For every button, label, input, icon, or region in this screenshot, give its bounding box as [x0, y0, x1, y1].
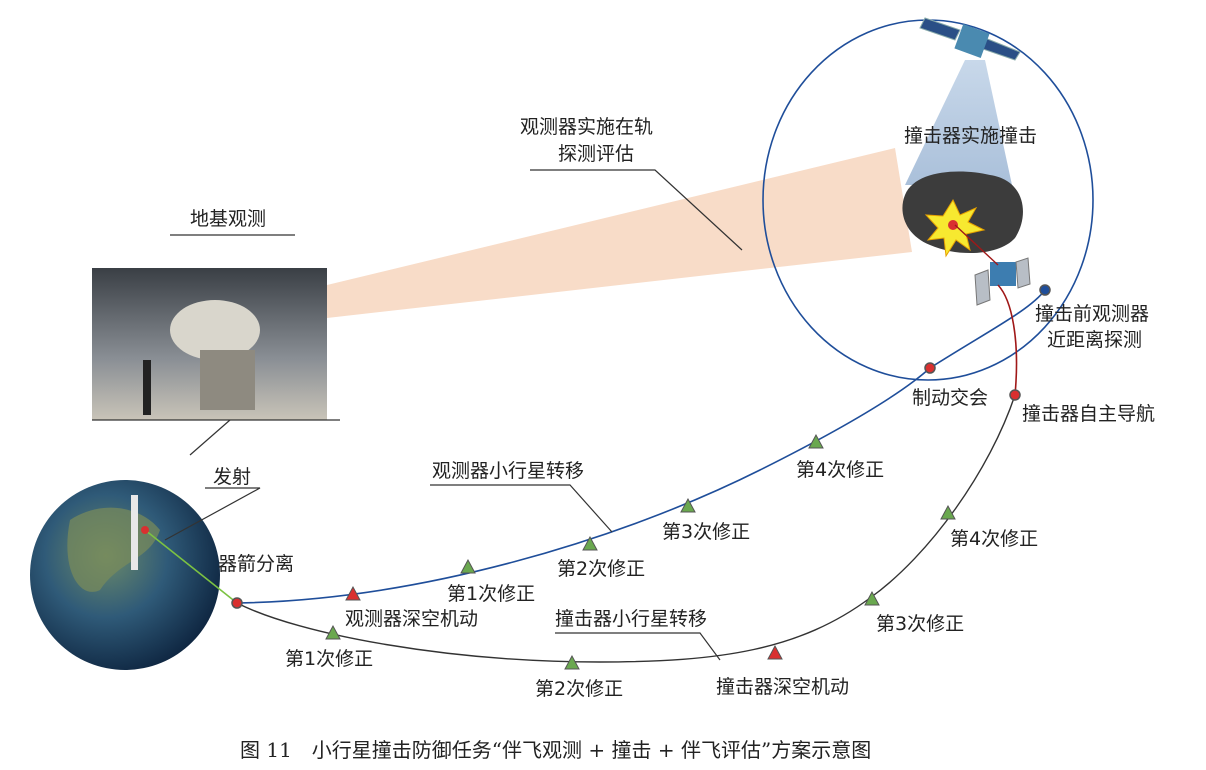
imp-tcm2-label: 第2次修正 [535, 678, 623, 700]
braking-rendezvous-node [924, 362, 936, 374]
figure-caption: 图 11 小行星撞击防御任务“伴飞观测 + 撞击 + 伴飞评估”方案示意图 [240, 738, 871, 762]
impactor-final-path [997, 284, 1018, 396]
obs-tcm1-label: 第1次修正 [447, 583, 535, 605]
launch-path [144, 529, 238, 604]
observation-beam [327, 148, 912, 318]
observer-sensor-beam [905, 60, 1012, 185]
impactor-autonav-label: 撞击器自主导航 [1022, 403, 1155, 425]
imp-tcm2-marker [564, 654, 580, 670]
obs-tcm2-label: 第2次修正 [557, 558, 645, 580]
observer-eval-label-2: 探测评估 [558, 143, 634, 165]
path-nodes [231, 284, 1051, 609]
impactor-transfer-label: 撞击器小行星转移 [555, 608, 707, 630]
observer-dsm-marker [345, 585, 361, 601]
rocket-icon [131, 495, 138, 570]
launch-label: 发射 [213, 466, 251, 488]
obs-tcm4-marker [808, 433, 824, 449]
impactor-impact-label: 撞击器实施撞击 [904, 125, 1037, 147]
observer-dsm-label: 观测器深空机动 [345, 608, 478, 630]
pre-impact-label-1: 撞击前观测器 [1035, 303, 1149, 325]
observer-satellite-icon [919, 17, 1021, 61]
observer-eval-label-1: 观测器实施在轨 [520, 116, 653, 138]
imp-tcm3-label: 第3次修正 [876, 613, 964, 635]
obs-tcm1-marker [460, 558, 476, 574]
imp-tcm3-marker [864, 590, 880, 606]
impactor-dsm-label: 撞击器深空机动 [716, 676, 849, 698]
obs-tcm4-label: 第4次修正 [796, 459, 884, 481]
correction-markers [325, 433, 956, 670]
observer-transfer-path [236, 289, 1046, 604]
imp-tcm1-label: 第1次修正 [285, 648, 373, 670]
earth [30, 480, 220, 670]
separation-label: 器箭分离 [218, 553, 294, 575]
observer-close-node [1039, 284, 1051, 296]
impact-line [954, 224, 999, 266]
asteroid [902, 171, 1023, 254]
impactor-spacecraft-icon [974, 257, 1031, 306]
obs-tcm3-label: 第3次修正 [662, 521, 750, 543]
observer-transfer-label: 观测器小行星转移 [432, 460, 584, 482]
obs-tcm2-marker [582, 535, 598, 551]
ground-observation-label: 地基观测 [190, 208, 266, 230]
impactor-dsm-marker [767, 644, 783, 660]
pre-impact-label-2: 近距离探测 [1047, 329, 1142, 351]
ground-telescope-photo [92, 268, 340, 421]
obs-tcm3-marker [680, 497, 696, 513]
leader-lines [164, 169, 743, 661]
imp-tcm1-marker [325, 624, 341, 640]
imp-tcm4-label: 第4次修正 [950, 528, 1038, 550]
imp-tcm4-marker [940, 504, 956, 520]
separation-node [231, 597, 243, 609]
autonav-node [1009, 389, 1021, 401]
braking-rendezvous-label: 制动交会 [912, 387, 988, 409]
